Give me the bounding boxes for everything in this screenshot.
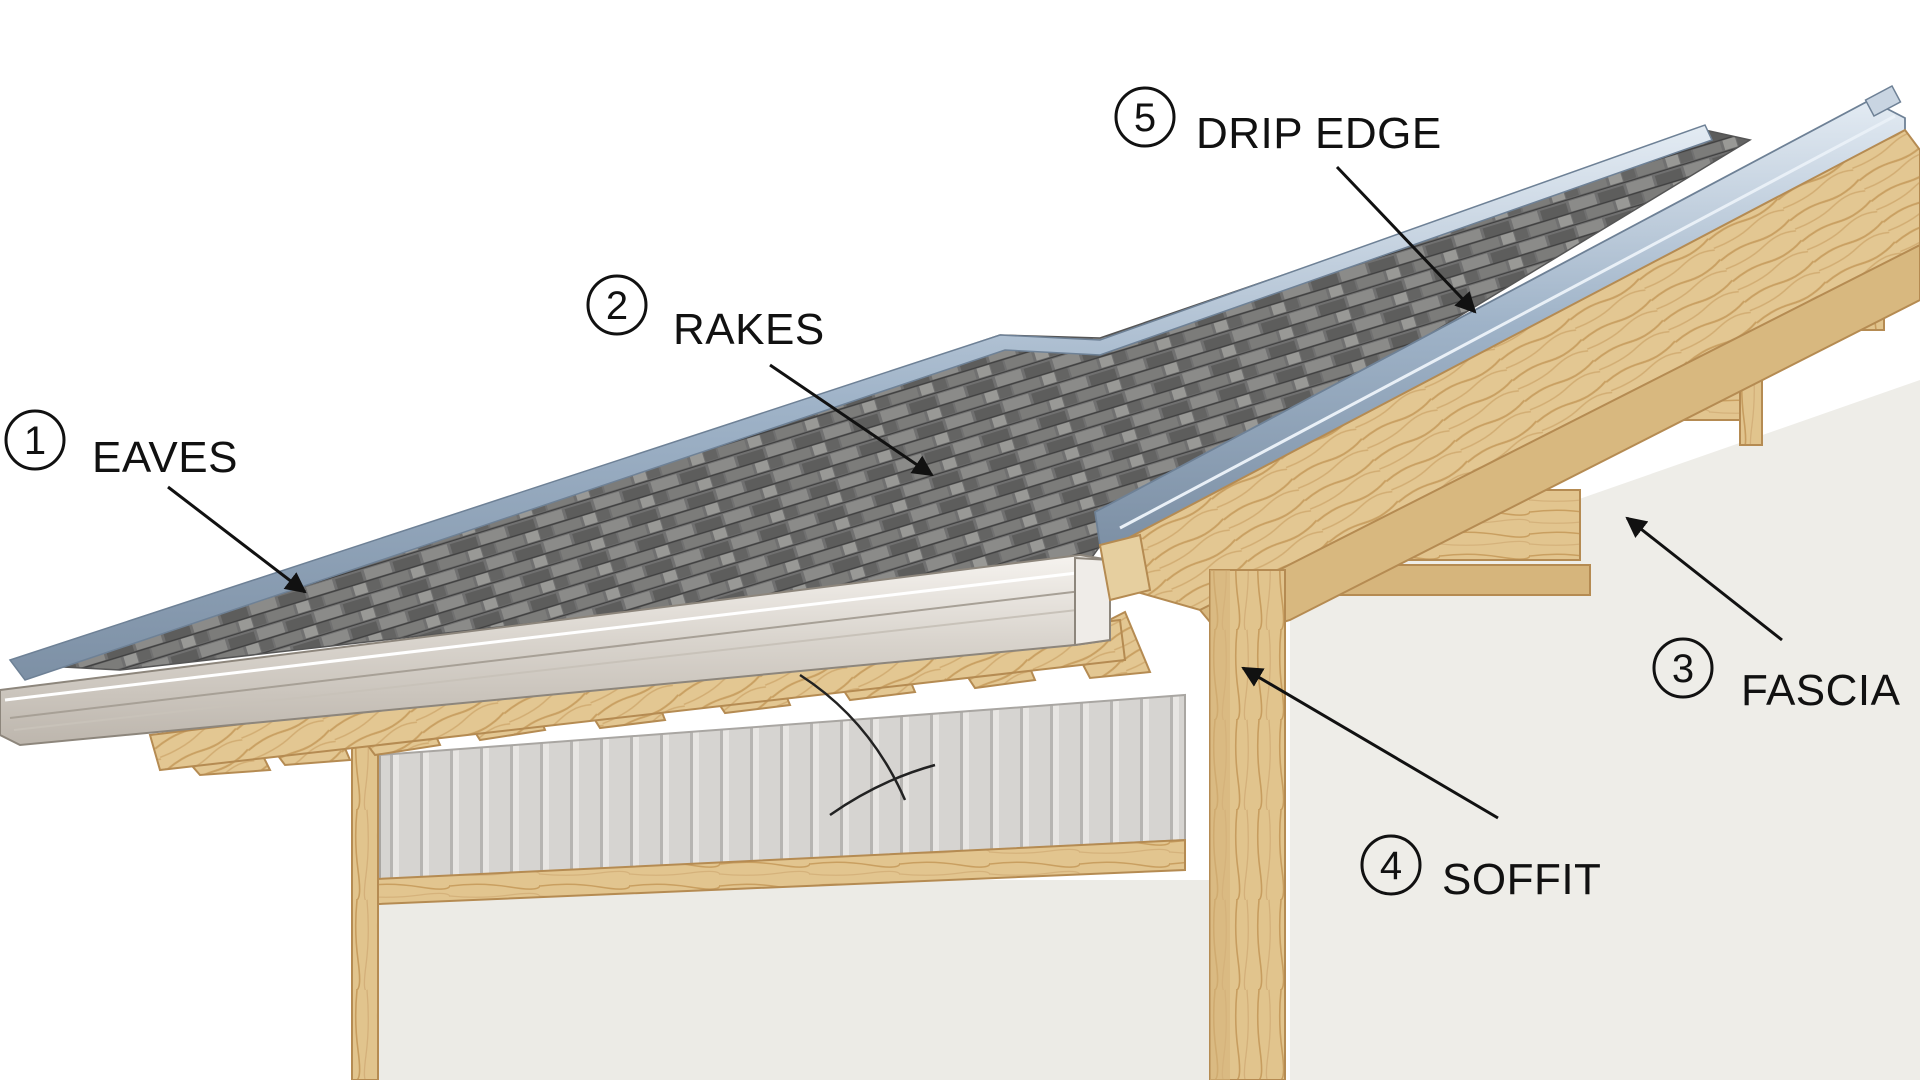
label-drip-edge-number-circle — [1114, 86, 1176, 148]
label-eaves-number-circle — [4, 409, 66, 471]
label-eaves-number: 1 — [24, 419, 46, 463]
label-soffit-arrow — [1241, 666, 1499, 820]
label-rakes-arrow — [769, 363, 934, 477]
label-soffit: 4 SOFFIT — [1241, 666, 1601, 904]
house-wall — [360, 880, 1220, 1080]
label-rakes-number: 2 — [606, 284, 628, 328]
label-fascia-text: FASCIA — [1741, 666, 1901, 715]
label-fascia-number: 3 — [1672, 647, 1694, 691]
label-eaves-arrow — [167, 485, 307, 594]
drip-edge-end-cap — [1864, 84, 1902, 118]
soffit-sketch-line — [799, 673, 907, 801]
label-eaves-text: EAVES — [92, 433, 238, 482]
label-eaves: 1 EAVES — [4, 409, 307, 594]
label-rakes: 2 RAKES — [586, 274, 934, 477]
label-soffit-number: 4 — [1380, 844, 1402, 888]
left-post — [351, 744, 379, 1080]
label-rakes-number-circle — [586, 274, 648, 336]
label-rakes-text: RAKES — [673, 305, 825, 354]
label-drip-edge-text: DRIP EDGE — [1196, 109, 1442, 158]
label-fascia-arrow — [1625, 516, 1783, 642]
label-drip-edge-arrow — [1335, 165, 1477, 314]
label-soffit-number-circle — [1360, 834, 1422, 896]
eave-drip-edge — [8, 124, 1714, 681]
label-drip-edge: 5 DRIP EDGE — [1114, 86, 1477, 314]
label-drip-edge-number: 5 — [1134, 96, 1156, 140]
label-fascia: 3 FASCIA — [1625, 516, 1901, 715]
gable-corner — [1098, 533, 1152, 602]
gutter — [0, 553, 1111, 747]
label-fascia-number-circle — [1652, 637, 1714, 699]
label-soffit-text: SOFFIT — [1442, 855, 1601, 904]
